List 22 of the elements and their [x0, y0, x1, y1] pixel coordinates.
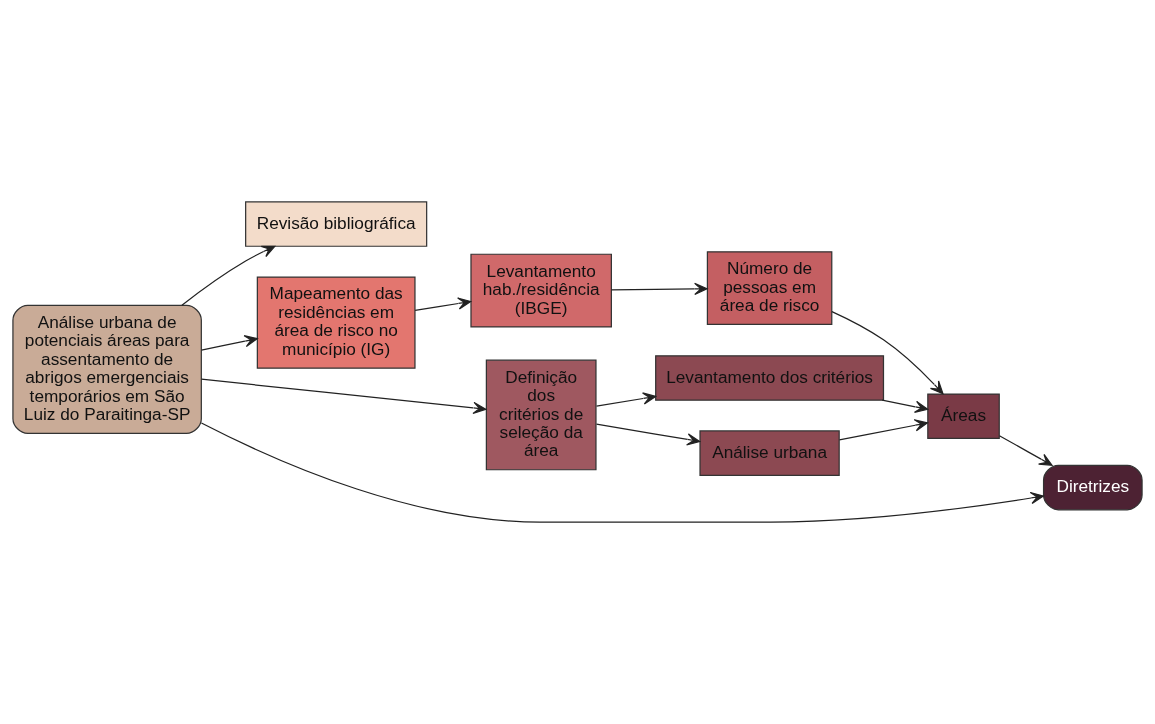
- node-box: Levantamento dos critérios: [655, 355, 885, 401]
- node-box: Diretrizes: [1042, 464, 1143, 511]
- node-box: Definição dos critérios de seleção da área: [485, 359, 597, 471]
- arrow: [181, 245, 276, 306]
- arrow: [595, 423, 701, 446]
- arrow: [200, 378, 487, 415]
- arrow: [838, 419, 929, 441]
- node-box: Número de pessoas em área de risco: [706, 251, 833, 326]
- arrow: [200, 335, 258, 351]
- arrow: [595, 392, 657, 407]
- arrow: [610, 282, 708, 296]
- node-box: Análise urbana de potenciais áreas para assentamento de abrigos emergenciais temporários em São Luiz do Paraitinga-SP: [12, 304, 202, 435]
- node-box: Revisão bibliográfica: [245, 201, 428, 247]
- node-box: Mapeamento das residências em área de risco no município (IG): [256, 276, 416, 369]
- arrow: [200, 422, 1044, 523]
- node-box: Levantamento hab./residência (IBGE): [470, 253, 612, 328]
- arrow: [998, 435, 1053, 466]
- arrow: [414, 297, 472, 311]
- arrow: [881, 399, 929, 413]
- arrow: [831, 311, 944, 395]
- node-box: Análise urbana: [699, 430, 840, 476]
- node-box: Áreas: [927, 393, 1000, 439]
